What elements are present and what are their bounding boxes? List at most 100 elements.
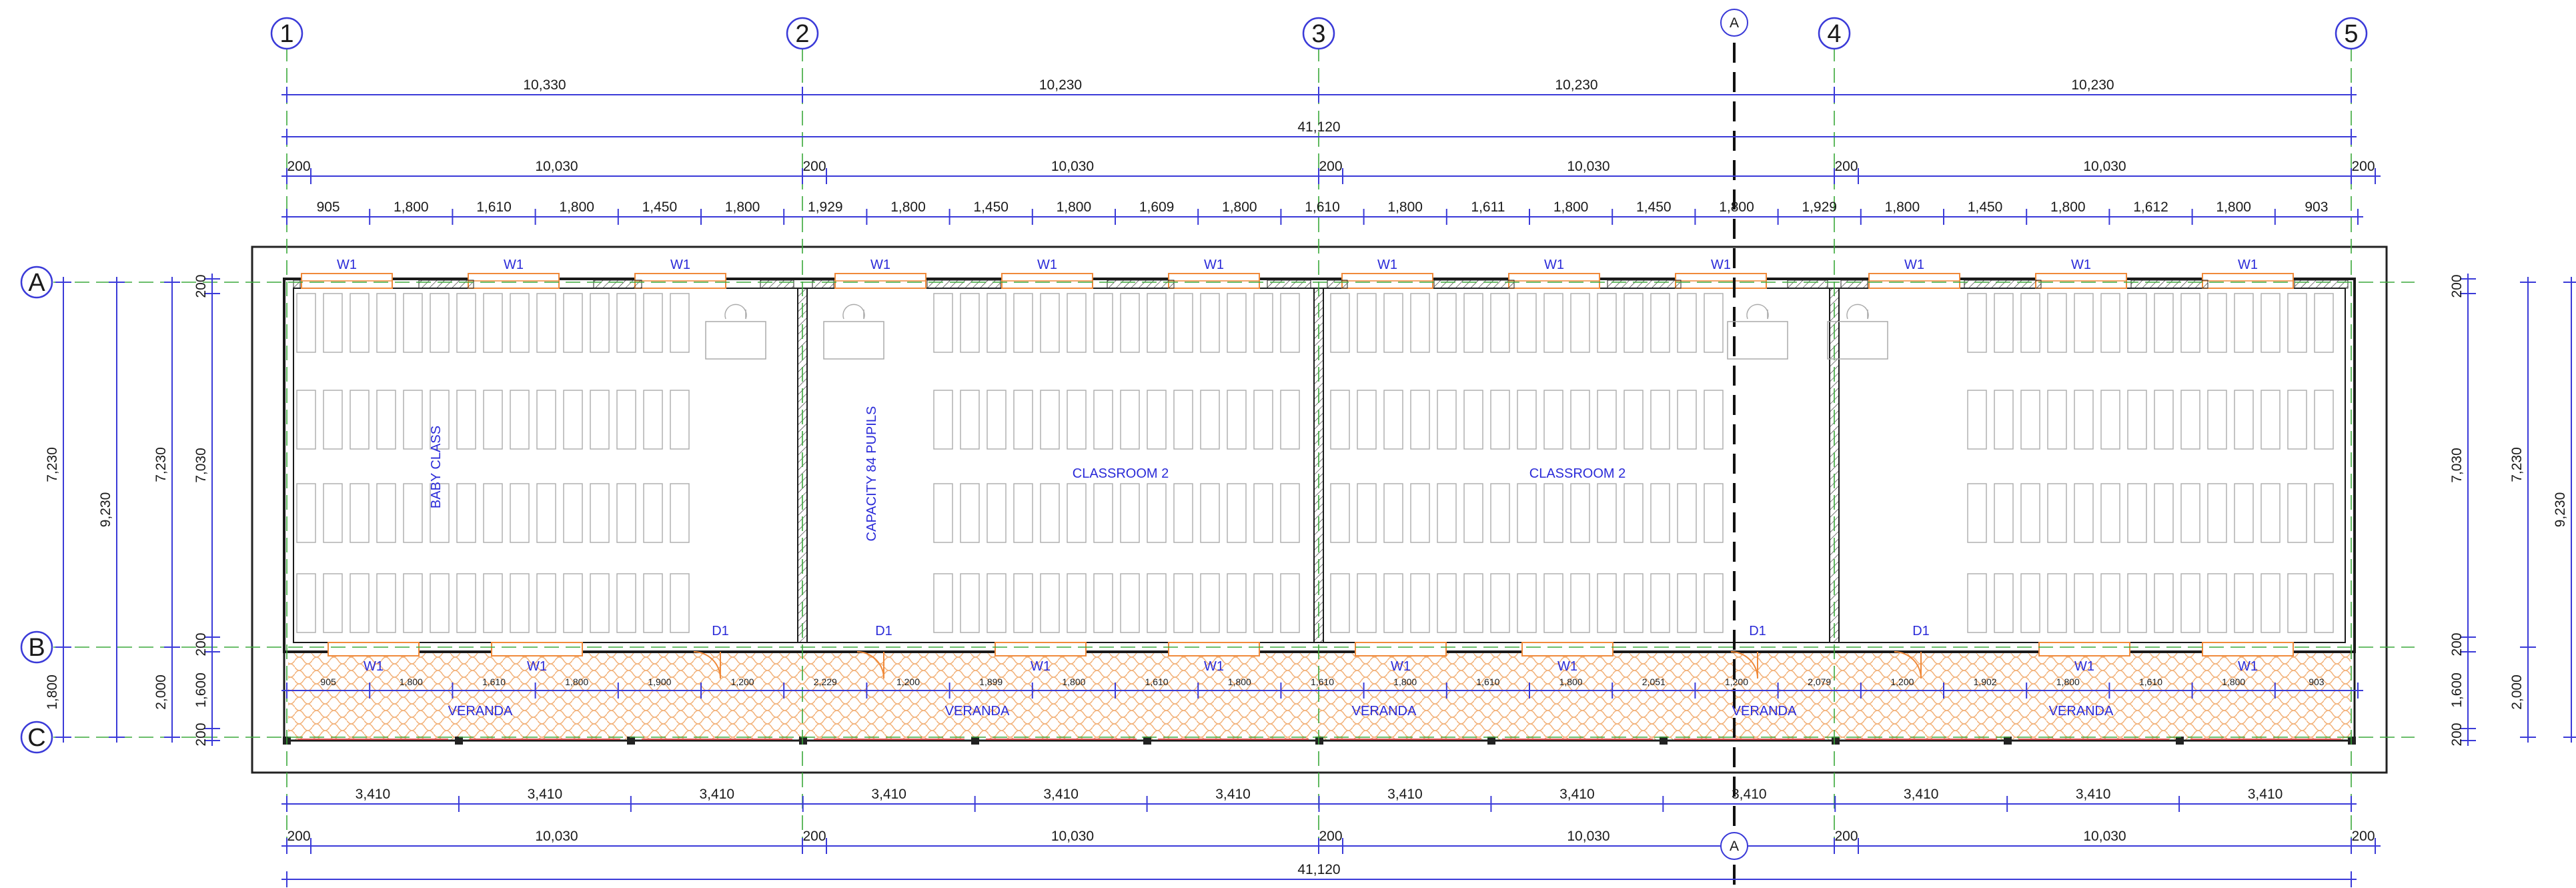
window-tag: W1 xyxy=(527,659,547,674)
dim-veranda-value: 1,800 xyxy=(1393,677,1417,687)
desk xyxy=(1517,293,1537,353)
door-tag: D1 xyxy=(1749,624,1766,638)
desk xyxy=(1357,483,1377,543)
dim-top-openings-value: 903 xyxy=(2305,199,2328,215)
desk xyxy=(1410,293,1430,353)
desk xyxy=(987,390,1007,450)
dim-left-total-value: 9,230 xyxy=(98,492,113,528)
dim-veranda-value: 1,200 xyxy=(1890,677,1914,687)
dim-top-openings-value: 1,800 xyxy=(2216,199,2251,215)
window-tag: W1 xyxy=(1904,258,1924,272)
dim-veranda-value: 2,079 xyxy=(1808,677,1831,687)
window-tag: W1 xyxy=(337,258,357,272)
dim-bottom-walls-value: 10,030 xyxy=(2083,829,2126,844)
section-marker-label: A xyxy=(1730,15,1739,31)
dim-top-openings-value: 1,610 xyxy=(476,199,512,215)
desk xyxy=(1570,293,1590,353)
dim-left-inner-value: 200 xyxy=(193,632,209,656)
dim-top-openings-value: 1,929 xyxy=(808,199,843,215)
desk xyxy=(2314,483,2334,543)
desk xyxy=(563,390,583,450)
desk xyxy=(1967,573,1987,633)
desk xyxy=(1570,483,1590,543)
dim-top-openings-value: 1,800 xyxy=(2050,199,2086,215)
desk xyxy=(933,390,953,450)
door-tag: D1 xyxy=(1912,624,1930,638)
desk xyxy=(1357,573,1377,633)
dim-left-inner-value: 200 xyxy=(193,274,209,298)
desk xyxy=(1147,483,1167,543)
dim-top-openings-value: 1,800 xyxy=(890,199,926,215)
veranda-post xyxy=(2004,737,2012,745)
desk xyxy=(563,573,583,633)
desk xyxy=(296,573,316,633)
wall-segment xyxy=(2130,280,2208,289)
desk xyxy=(2127,390,2147,450)
desk xyxy=(323,573,343,633)
desk xyxy=(2154,483,2174,543)
desk xyxy=(960,293,980,353)
desk xyxy=(1383,483,1403,543)
wall-segment xyxy=(418,280,474,289)
desk xyxy=(1120,293,1140,353)
dim-top-openings-value: 1,800 xyxy=(1057,199,1092,215)
desk xyxy=(960,390,980,450)
desk xyxy=(2261,573,2281,633)
desk xyxy=(1330,293,1350,353)
desk xyxy=(403,483,423,543)
desk xyxy=(1040,573,1060,633)
desk xyxy=(2100,390,2120,450)
desk xyxy=(960,483,980,543)
desk xyxy=(483,483,503,543)
window-tag: W1 xyxy=(2071,258,2091,272)
dim-left-inner-value: 7,030 xyxy=(193,448,209,483)
dim-left-middle-value: 2,000 xyxy=(153,675,169,710)
desk xyxy=(376,293,396,353)
dim-bottom-posts-value: 3,410 xyxy=(1043,787,1079,802)
desk xyxy=(1147,390,1167,450)
window-tag: W1 xyxy=(364,659,384,674)
desk xyxy=(2020,390,2040,450)
desk xyxy=(1173,573,1193,633)
section-marker-label: A xyxy=(1730,839,1739,854)
wall-segment xyxy=(1964,280,2042,289)
dim-right-middle-value: 2,000 xyxy=(2509,675,2525,710)
desk xyxy=(1093,293,1113,353)
desk xyxy=(2207,483,2227,543)
desk xyxy=(2180,483,2200,543)
grid-column-label: 3 xyxy=(1311,20,1325,48)
dim-top-bays-value: 10,230 xyxy=(1039,77,1082,93)
desk xyxy=(1147,293,1167,353)
desk xyxy=(1570,573,1590,633)
dim-top-walls-value: 10,030 xyxy=(2083,159,2126,174)
desk xyxy=(933,293,953,353)
desk xyxy=(323,293,343,353)
desk xyxy=(1253,483,1273,543)
desk xyxy=(2074,390,2094,450)
dim-top-openings-value: 1,609 xyxy=(1139,199,1175,215)
desk xyxy=(2287,573,2307,633)
desk xyxy=(590,483,610,543)
desk xyxy=(1677,483,1697,543)
desk xyxy=(510,483,530,543)
desk xyxy=(1067,293,1087,353)
desk xyxy=(1383,293,1403,353)
desk xyxy=(1517,483,1537,543)
desk xyxy=(510,293,530,353)
dim-left-inner-value: 1,600 xyxy=(193,673,209,708)
window-tag: W1 xyxy=(2074,659,2094,674)
dim-veranda-value: 1,610 xyxy=(482,677,506,687)
dim-top-openings-value: 1,800 xyxy=(1719,199,1754,215)
desk xyxy=(323,390,343,450)
desk xyxy=(1280,390,1300,450)
desk xyxy=(1410,390,1430,450)
desk xyxy=(1067,390,1087,450)
grid-bubble-column xyxy=(270,17,303,50)
dim-bottom-posts-value: 3,410 xyxy=(1732,787,1767,802)
desk xyxy=(536,293,556,353)
grid-bubble-column xyxy=(1302,17,1335,50)
teacher-desk xyxy=(1727,321,1788,360)
dim-top-openings-value: 1,800 xyxy=(1222,199,1257,215)
wall-segment xyxy=(293,280,301,289)
